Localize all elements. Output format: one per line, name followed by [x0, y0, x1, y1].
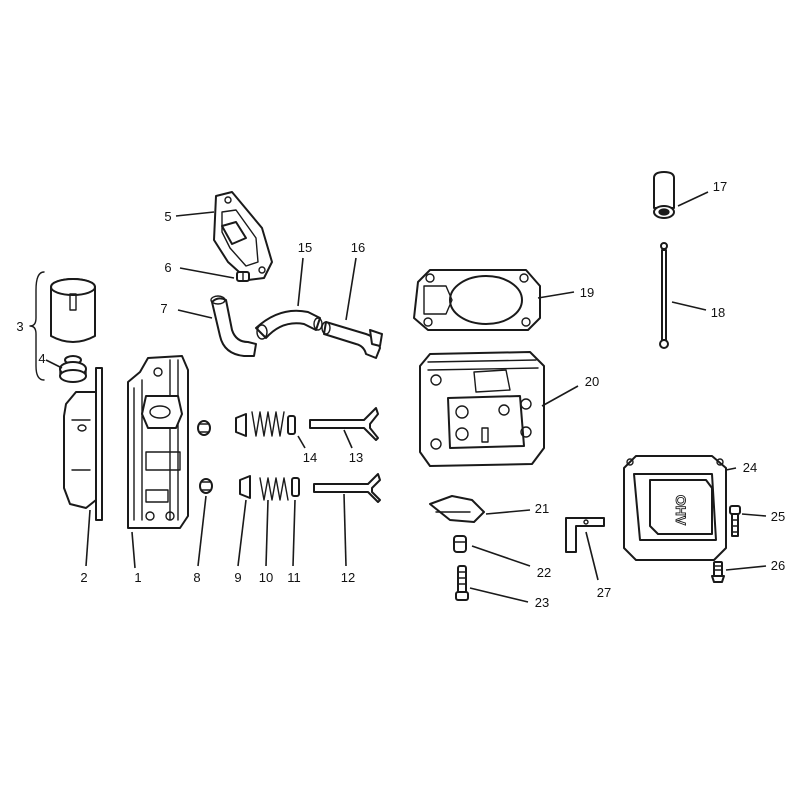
callout-13: 13 — [349, 450, 363, 465]
part-push-rod — [659, 242, 669, 349]
part-retainer-lower — [239, 475, 251, 499]
callout-14: 14 — [303, 450, 317, 465]
callout-5: 5 — [164, 209, 171, 224]
part-bracket — [565, 517, 605, 553]
part-pivot — [453, 535, 467, 553]
part-bolt-26 — [711, 561, 725, 583]
callout-4: 4 — [38, 351, 45, 366]
callout-10: 10 — [259, 570, 273, 585]
callout-17: 17 — [713, 179, 727, 194]
callout-16: 16 — [351, 240, 365, 255]
callout-11: 11 — [287, 570, 301, 585]
callout-23: 23 — [535, 595, 549, 610]
part-rocker-plate — [213, 191, 273, 281]
callout-1: 1 — [134, 570, 141, 585]
part-side-cover — [63, 367, 103, 521]
callout-7: 7 — [160, 301, 167, 316]
part-hose-16 — [321, 321, 383, 359]
part-valve-upper — [309, 407, 379, 441]
part-seal-upper — [287, 415, 296, 435]
callout-15: 15 — [298, 240, 312, 255]
ohv-emboss-text: OHV — [673, 495, 689, 526]
part-valve-keeper-upper — [197, 420, 211, 436]
leader-lines — [45, 191, 767, 603]
part-valve-keeper-lower — [199, 478, 213, 494]
part-seal-lower — [291, 477, 300, 497]
part-bolt-25 — [729, 505, 741, 537]
part-rocker-arm — [429, 495, 485, 523]
callout-12: 12 — [341, 570, 355, 585]
callout-22: 22 — [537, 565, 551, 580]
callout-3: 3 — [16, 319, 23, 334]
callout-27: 27 — [597, 585, 611, 600]
callout-26: 26 — [771, 558, 785, 573]
callout-6: 6 — [164, 260, 171, 275]
part-cylinder-head — [419, 351, 545, 467]
callout-labels: 1 2 3 4 5 6 7 8 9 10 11 12 13 14 15 16 1… — [16, 179, 785, 610]
part-breather-filter — [29, 271, 96, 383]
part-hose-15 — [255, 309, 323, 340]
callout-2: 2 — [80, 570, 87, 585]
callout-25: 25 — [771, 509, 785, 524]
part-cylinder-block — [127, 355, 189, 529]
callout-24: 24 — [743, 460, 757, 475]
part-valve-lower — [313, 473, 381, 503]
part-retainer-upper — [235, 413, 247, 437]
callout-21: 21 — [535, 501, 549, 516]
part-elbow-hose — [210, 295, 257, 357]
callout-18: 18 — [711, 305, 725, 320]
part-head-gasket — [413, 269, 541, 331]
part-valve-cover: OHV — [623, 455, 727, 561]
part-tappet — [653, 171, 675, 219]
part-screw-6 — [236, 271, 250, 282]
part-stud — [455, 565, 469, 601]
callout-20: 20 — [585, 374, 599, 389]
part-valve-spring-upper — [251, 411, 285, 437]
callout-8: 8 — [193, 570, 200, 585]
callout-19: 19 — [580, 285, 594, 300]
callout-9: 9 — [234, 570, 241, 585]
part-valve-spring-lower — [259, 477, 289, 501]
